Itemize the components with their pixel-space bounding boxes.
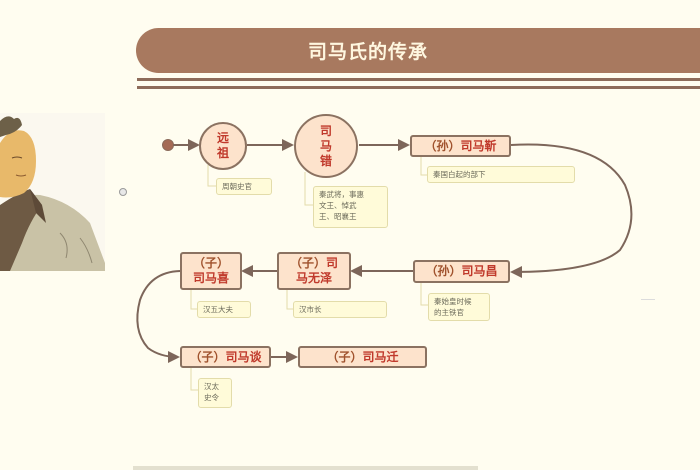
note-simatan: 汉太 史令 [198, 378, 232, 408]
node-yuanzu-char2: 祖 [216, 146, 229, 160]
note-simachang-line1: 秦始皇时候 [434, 297, 472, 306]
note-simachang-line2: 的主铁官 [434, 307, 464, 317]
note-yuanzu-text: 周朝史官 [222, 182, 252, 191]
node-simacuo-char1: 司 [319, 123, 332, 138]
note-simacuo-line2: 文王、悼武 [319, 200, 357, 210]
note-simachang: 秦始皇时候 的主铁官 [428, 293, 490, 321]
title-rule-lower [137, 86, 700, 89]
node-simaxi-name: 司马喜 [192, 271, 229, 285]
node-simajin[interactable]: （孙） 司马靳 [410, 135, 511, 157]
note-yuanzu: 周朝史官 [216, 178, 272, 195]
note-simacuo: 秦武将，事惠 文王、悼武 王、昭襄王 [313, 186, 388, 228]
note-simawuze: 汉市长 [293, 301, 387, 318]
node-simawuze-name-part1: 司 [326, 256, 339, 270]
slide-title-bar: 司马氏的传承 [136, 28, 700, 73]
slide-bottom-edge [133, 466, 478, 470]
node-simaxi-relation: （子） [192, 256, 229, 270]
note-simacuo-line3: 王、昭襄王 [319, 211, 357, 221]
decorative-dash [641, 299, 655, 300]
node-simacuo[interactable]: 司 马 错 [294, 114, 358, 178]
note-simaxi-text: 汉五大夫 [203, 305, 233, 314]
flow-start-dot [162, 139, 174, 151]
node-simaqian-name: 司马迁 [362, 349, 399, 364]
node-simawuze-relation: （子） [289, 256, 326, 270]
node-simawuze-line2: 马无泽 [295, 271, 332, 285]
node-simaqian-relation: （子） [326, 349, 363, 364]
node-simacuo-char3: 错 [319, 153, 332, 168]
node-yuanzu[interactable]: 远 祖 [199, 122, 247, 170]
note-simatan-line1: 汉太 [204, 382, 219, 391]
node-simachang-relation: （孙） [425, 264, 462, 278]
node-simawuze[interactable]: （子）司 马无泽 [277, 252, 351, 290]
note-simatan-line2: 史令 [204, 392, 219, 402]
note-simawuze-text: 汉市长 [299, 305, 322, 314]
node-simatan-name: 司马谈 [225, 349, 262, 364]
node-simajin-relation: （孙） [424, 138, 461, 153]
node-simacuo-char2: 马 [319, 138, 332, 153]
node-simajin-name: 司马靳 [460, 138, 497, 153]
node-simaxi[interactable]: （子） 司马喜 [180, 252, 242, 290]
sima-qian-portrait [0, 113, 105, 271]
slide-title: 司马氏的传承 [307, 41, 428, 63]
node-simawuze-line1: （子）司 [290, 256, 338, 271]
note-simaxi: 汉五大夫 [197, 301, 251, 318]
title-rule-upper [137, 78, 700, 81]
node-yuanzu-char1: 远 [216, 131, 229, 145]
note-simacuo-line1: 秦武将，事惠 [319, 190, 364, 199]
portrait-image [0, 113, 105, 271]
node-simatan-relation: （子） [189, 349, 226, 364]
note-simajin-text: 秦国白起的部下 [433, 170, 486, 179]
node-simachang-name: 司马昌 [461, 264, 498, 278]
node-simachang[interactable]: （孙） 司马昌 [413, 260, 510, 283]
node-simaqian[interactable]: （子） 司马迁 [298, 346, 427, 368]
node-simatan[interactable]: （子） 司马谈 [180, 346, 271, 368]
slide-anchor-icon [119, 188, 127, 196]
note-simajin: 秦国白起的部下 [427, 166, 575, 183]
